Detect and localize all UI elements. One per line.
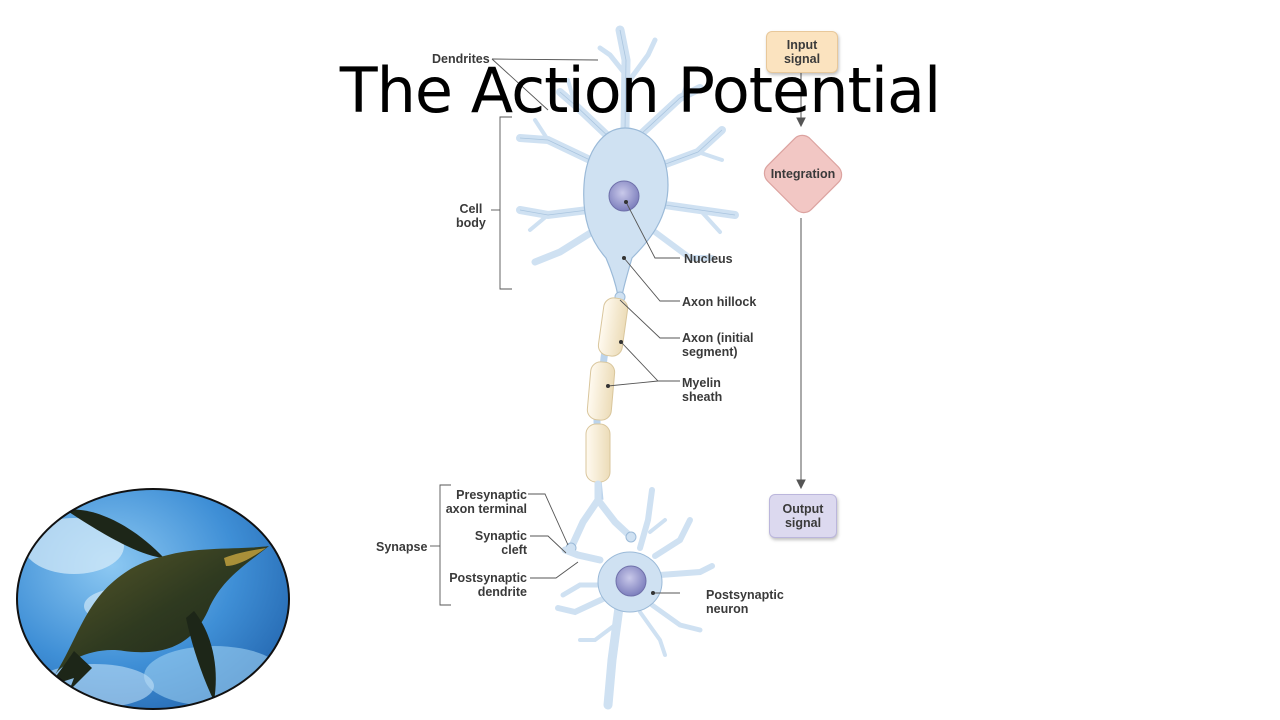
output-signal-box: Output signal [769,494,837,538]
label-axon-hillock: Axon hillock [682,295,757,309]
label-postsynaptic-neuron: Postsynaptic neuron [706,588,784,616]
integration-diamond-shape [763,134,843,214]
output-signal-line2: signal [784,516,822,530]
penguin-swimming-photo [16,488,290,710]
label-synaptic-cleft: Synaptic cleft [470,529,527,557]
label-postsyn-neuron-line1: Postsynaptic [706,588,784,602]
label-myelin: Myelin sheath [682,376,722,404]
input-signal-box: Input signal [766,31,838,73]
label-myelin-line2: sheath [682,390,723,404]
flow-arrows [796,72,806,490]
label-cell-body: Cell body [456,202,486,230]
label-cell-body-line2: body [456,216,486,230]
label-postsyn-dendrite-line1: Postsynaptic [449,571,527,585]
label-dendrites: Dendrites [432,52,490,66]
label-axon-initial: Axon (initial segment) [682,331,754,359]
label-presynaptic-line2: axon terminal [445,502,527,516]
label-presynaptic-terminal: Presynaptic axon terminal [445,488,527,516]
integration-label: Integration [770,167,836,181]
cell-body-shape [583,127,669,297]
label-cell-body-line1: Cell [459,202,483,216]
label-nucleus: Nucleus [684,252,733,266]
integration-diamond: Integration [757,130,849,218]
label-myelin-line1: Myelin [682,376,721,390]
label-synapse: Synapse [376,540,428,554]
label-presynaptic-line1: Presynaptic [456,488,527,502]
axon-terminal-branches [568,480,634,550]
label-axon-initial-line2: segment) [682,345,738,359]
presynaptic-neuron [516,25,739,297]
leader-lines [430,58,680,606]
label-synaptic-cleft-line2: cleft [501,543,527,557]
input-signal-line2: signal [783,52,821,66]
output-signal-line1: Output [782,502,824,516]
input-signal-line1: Input [786,38,818,52]
nucleus-shape [608,180,640,212]
label-postsynaptic-dendrite: Postsynaptic dendrite [447,571,527,599]
myelin-segments [585,297,629,483]
label-axon-initial-line1: Axon (initial [682,331,754,345]
postsynaptic-neuron [555,487,715,710]
label-postsyn-dendrite-line2: dendrite [477,585,527,599]
label-postsyn-neuron-line2: neuron [706,602,749,616]
slide-title: The Action Potential [339,54,942,127]
label-synaptic-cleft-line1: Synaptic [474,529,527,543]
